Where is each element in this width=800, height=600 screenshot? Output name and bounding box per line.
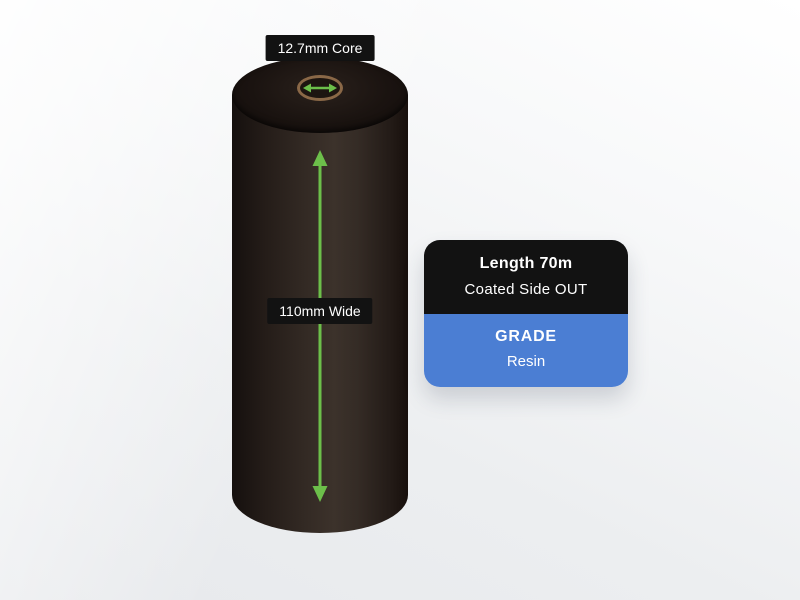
info-card: Length 70m Coated Side OUT GRADE Resin [424, 240, 628, 387]
width-arrow-icon [312, 150, 328, 502]
core-width-arrow-icon [303, 83, 337, 93]
core-size-label: 12.7mm Core [265, 35, 375, 61]
width-label: 110mm Wide [267, 298, 373, 324]
length-text: Length 70m [479, 255, 573, 272]
grade-section: GRADE Resin [424, 314, 628, 387]
roll-core [297, 75, 343, 101]
grade-value: Resin [506, 353, 546, 370]
info-card-top-section: Length 70m Coated Side OUT [424, 240, 628, 314]
coated-side-text: Coated Side OUT [464, 281, 588, 298]
grade-title: GRADE [495, 328, 557, 345]
